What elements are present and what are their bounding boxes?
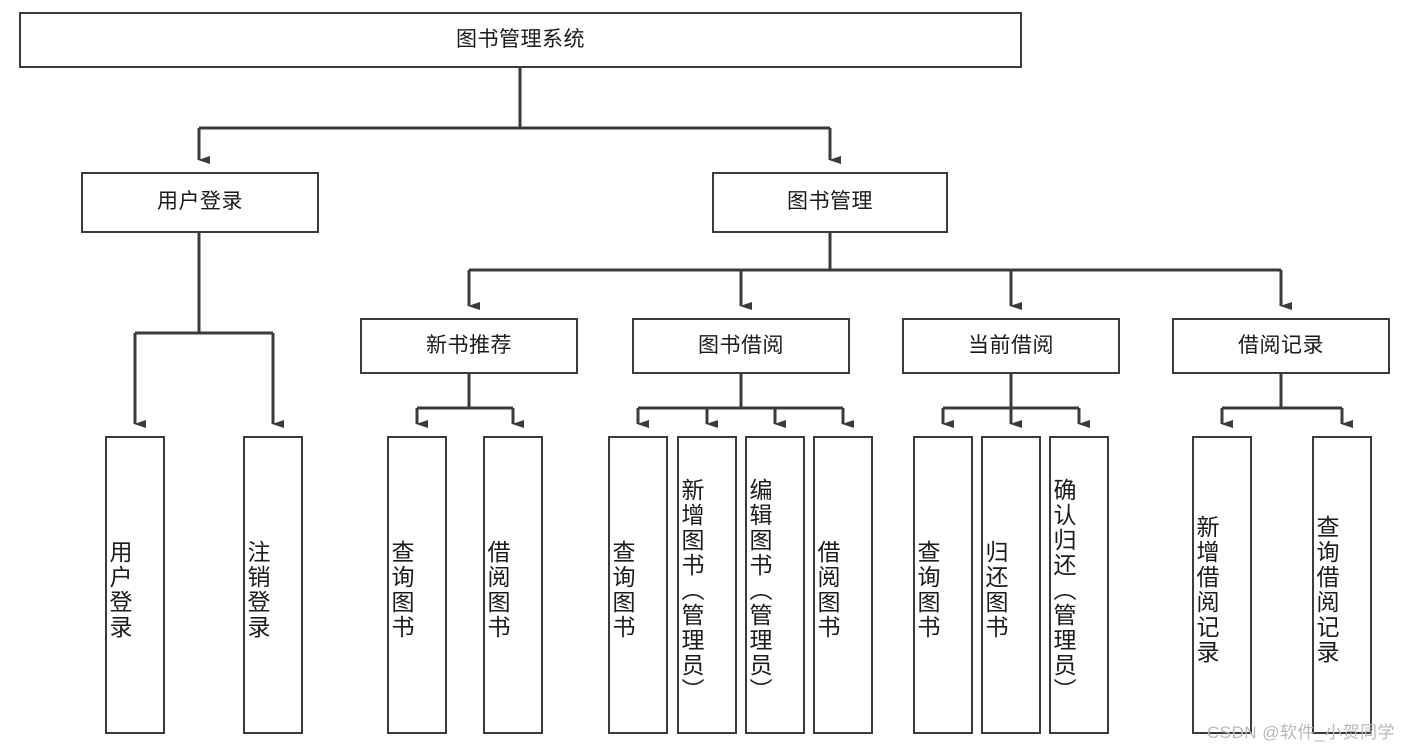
node-current-borrow[interactable]: 当前借阅 <box>902 318 1120 374</box>
node-leaf-add-borrow-record[interactable]: 新增借阅记录 <box>1192 436 1252 734</box>
node-book-borrow[interactable]: 图书借阅 <box>632 318 850 374</box>
node-leaf-query-books-current[interactable]: 查询图书 <box>913 436 973 734</box>
node-borrow-record[interactable]: 借阅记录 <box>1172 318 1390 374</box>
node-leaf-borrow-books-label: 借阅图书 <box>814 540 840 640</box>
node-leaf-confirm-return-admin[interactable]: 确认归还（管理员） <box>1049 436 1109 734</box>
node-new-book-recommend[interactable]: 新书推荐 <box>360 318 578 374</box>
node-leaf-add-book-admin-label: 新增图书（管理员） <box>678 477 704 703</box>
node-leaf-logout-login-label: 注销登录 <box>244 540 270 640</box>
node-leaf-user-login[interactable]: 用户登录 <box>105 436 165 734</box>
node-leaf-add-borrow-record-label: 新增借阅记录 <box>1193 515 1219 665</box>
node-book-management[interactable]: 图书管理 <box>712 172 948 233</box>
node-leaf-borrow-books[interactable]: 借阅图书 <box>813 436 873 734</box>
node-leaf-add-book-admin[interactable]: 新增图书（管理员） <box>677 436 737 734</box>
node-leaf-query-books-borrow-label: 查询图书 <box>609 540 635 640</box>
node-leaf-user-login-label: 用户登录 <box>106 540 132 640</box>
node-leaf-query-borrow-record-label: 查询借阅记录 <box>1313 515 1339 665</box>
node-leaf-query-books-recommend[interactable]: 查询图书 <box>387 436 447 734</box>
node-system-title-label: 图书管理系统 <box>456 27 585 51</box>
node-leaf-edit-book-admin[interactable]: 编辑图书（管理员） <box>745 436 805 734</box>
node-leaf-borrow-books-recommend-label: 借阅图书 <box>484 540 510 640</box>
node-book-borrow-label: 图书借阅 <box>698 333 784 357</box>
node-system-title[interactable]: 图书管理系统 <box>19 12 1022 68</box>
node-leaf-edit-book-admin-label: 编辑图书（管理员） <box>746 477 772 703</box>
node-user-login[interactable]: 用户登录 <box>81 172 319 233</box>
connector-lines <box>133 68 1353 428</box>
node-leaf-logout-login[interactable]: 注销登录 <box>243 436 303 734</box>
node-leaf-return-books-label: 归还图书 <box>982 540 1008 640</box>
node-new-book-recommend-label: 新书推荐 <box>426 333 512 357</box>
node-leaf-borrow-books-recommend[interactable]: 借阅图书 <box>483 436 543 734</box>
node-user-login-label: 用户登录 <box>157 190 243 214</box>
node-leaf-confirm-return-admin-label: 确认归还（管理员） <box>1050 477 1076 703</box>
node-leaf-query-borrow-record[interactable]: 查询借阅记录 <box>1312 436 1372 734</box>
node-book-management-label: 图书管理 <box>787 190 873 214</box>
node-leaf-query-books-current-label: 查询图书 <box>914 540 940 640</box>
node-leaf-query-books-recommend-label: 查询图书 <box>388 540 414 640</box>
node-borrow-record-label: 借阅记录 <box>1238 333 1324 357</box>
node-current-borrow-label: 当前借阅 <box>968 333 1054 357</box>
node-leaf-return-books[interactable]: 归还图书 <box>981 436 1041 734</box>
node-leaf-query-books-borrow[interactable]: 查询图书 <box>608 436 668 734</box>
